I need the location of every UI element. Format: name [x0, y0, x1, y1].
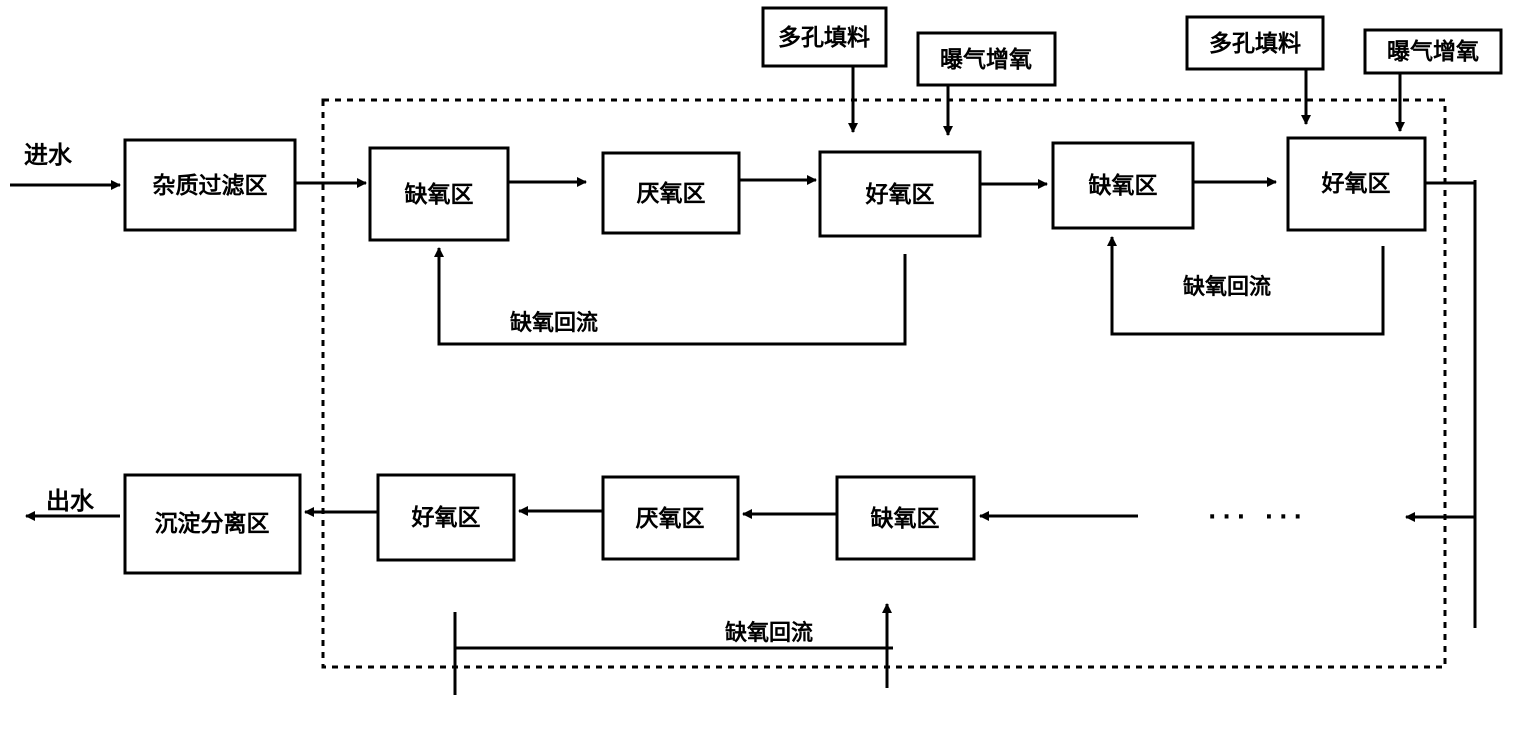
aerobic-zone-3-label: 好氧区: [411, 504, 481, 531]
porous-filler-2-label: 多孔填料: [1209, 30, 1301, 57]
reflux-3-label: 缺氧回流: [725, 620, 813, 646]
ellipsis: ··· ···: [1208, 505, 1308, 530]
reflux-loop-1: [434, 247, 907, 346]
aerobic-zone-3: 好氧区: [376, 473, 516, 562]
anaerobic-zone-3-label: 厌氧区: [636, 505, 705, 532]
sedimentation-zone: 沉淀分离区: [123, 473, 302, 575]
reactor-boundary: [321, 98, 1447, 669]
aerobic-zone-1: 好氧区: [818, 150, 982, 238]
sedimentation-label: 沉淀分离区: [155, 510, 270, 537]
anaerobic-zone-1: 厌氧区: [601, 151, 741, 235]
anoxic-zone-2-label: 缺氧区: [1089, 172, 1158, 199]
anoxic-zone-1-label: 缺氧区: [405, 181, 474, 208]
aerobic-zone-2: 好氧区: [1286, 136, 1427, 232]
anoxic-zone-3: 缺氧区: [835, 475, 976, 561]
porous-filler-1-label: 多孔填料: [778, 24, 870, 51]
impurity-filter-label: 杂质过滤区: [153, 173, 268, 199]
anaerobic-zone-1-label: 厌氧区: [637, 180, 706, 207]
inlet-label: 进水: [24, 141, 73, 169]
porous-filler-input-2: 多孔填料: [1185, 15, 1325, 71]
reflux-loop-2: [1107, 236, 1385, 336]
porous-filler-input-1: 多孔填料: [761, 6, 888, 68]
anaerobic-zone-3: 厌氧区: [601, 475, 740, 561]
impurity-filter-zone: 杂质过滤区: [123, 138, 297, 232]
anoxic-zone-2: 缺氧区: [1051, 141, 1195, 230]
aerobic-zone-2-label: 好氧区: [1321, 170, 1391, 197]
aeration-input-1: 曝气增氧: [916, 31, 1057, 87]
aeration-1-label: 曝气增氧: [940, 46, 1032, 73]
outlet-label: 出水: [46, 487, 95, 515]
anoxic-zone-3-label: 缺氧区: [871, 505, 940, 532]
anoxic-zone-1: 缺氧区: [368, 146, 510, 242]
aerobic-zone-1-label: 好氧区: [865, 181, 935, 208]
reflux-1-label: 缺氧回流: [510, 310, 598, 336]
reflux-2-label: 缺氧回流: [1183, 274, 1271, 300]
aeration-input-2: 曝气增氧: [1363, 28, 1503, 75]
aeration-2-label: 曝气增氧: [1387, 38, 1479, 65]
